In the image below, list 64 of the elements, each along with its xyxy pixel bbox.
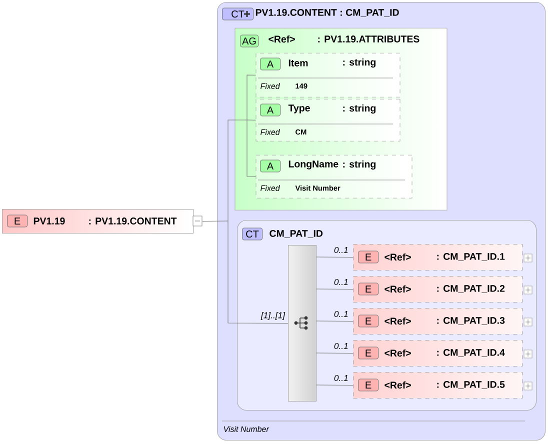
- attribute-name: LongName: [288, 160, 338, 170]
- element-type: : CM_PAT_ID.5: [437, 381, 505, 389]
- type-badge: E: [358, 378, 379, 392]
- attribute-box: [256, 98, 400, 142]
- attribute-type: : string: [343, 58, 376, 68]
- multiplicity-label: 0..1: [334, 246, 348, 254]
- fixed-label: Fixed: [260, 185, 280, 191]
- element-type: : PV1.19.CONTENT: [89, 218, 177, 224]
- multiplicity-label: [1]..[1]: [260, 312, 286, 320]
- connector-line: [228, 120, 248, 222]
- type-badge: CT: [222, 8, 254, 20]
- multiplicity-label: 0..1: [334, 374, 348, 382]
- element-box: [2, 209, 202, 234]
- connector-line: [316, 256, 354, 258]
- element-box: [353, 308, 523, 335]
- group-type: : PV1.19.ATTRIBUTES: [318, 36, 420, 42]
- element-name: <Ref>: [384, 317, 411, 325]
- attribute-name: Type: [288, 104, 310, 114]
- element-name: PV1.19: [34, 218, 65, 224]
- element-box: [353, 340, 523, 367]
- attribute-type: : string: [343, 160, 376, 170]
- connector-line: [316, 384, 354, 386]
- connector-line: [316, 288, 354, 290]
- connector-line: [316, 352, 354, 354]
- multiplicity-label: 0..1: [334, 342, 348, 350]
- type-badge: A: [260, 58, 281, 70]
- attribute-box: [256, 154, 412, 198]
- element-name: <Ref>: [384, 381, 411, 389]
- annotation-text: Visit Number: [224, 426, 270, 432]
- type-badge: E: [7, 214, 28, 228]
- element-box: [353, 276, 523, 303]
- connector-line: [246, 74, 256, 120]
- type-badge: AG: [240, 34, 259, 48]
- connector-line: [228, 220, 288, 324]
- element-type: : CM_PAT_ID.1: [437, 253, 505, 261]
- fixed-label: Fixed: [260, 129, 280, 135]
- type-badge: CT: [242, 228, 263, 240]
- element-name: <Ref>: [384, 253, 411, 261]
- attribute-type: : string: [343, 104, 376, 114]
- type-badge: A: [260, 104, 281, 116]
- attribute-box: [256, 52, 400, 98]
- multiplicity-label: 0..1: [334, 278, 348, 286]
- attribute-name: Item: [288, 60, 308, 66]
- type-badge: A: [260, 160, 281, 172]
- connector-line: [202, 220, 228, 222]
- connector-line: [316, 320, 354, 322]
- type-badge: E: [358, 250, 379, 264]
- type-title: CM_PAT_ID: [270, 230, 323, 238]
- element-type: : CM_PAT_ID.4: [437, 349, 505, 357]
- element-type: : CM_PAT_ID.2: [437, 285, 505, 293]
- element-box: [353, 372, 523, 399]
- element-name: <Ref>: [384, 285, 411, 293]
- type-badge: E: [358, 346, 379, 360]
- type-badge: E: [358, 314, 379, 328]
- element-name: <Ref>: [384, 349, 411, 357]
- group-name: <Ref>: [268, 35, 295, 43]
- type-title: PV1.19.CONTENT : CM_PAT_ID: [256, 9, 399, 17]
- type-badge: E: [358, 282, 379, 296]
- element-box: [353, 244, 523, 271]
- multiplicity-label: 0..1: [334, 310, 348, 318]
- connector-line: [246, 120, 256, 177]
- sequence-bar: [288, 245, 317, 402]
- element-type: : CM_PAT_ID.3: [437, 317, 505, 325]
- fixed-label: Fixed: [260, 83, 280, 89]
